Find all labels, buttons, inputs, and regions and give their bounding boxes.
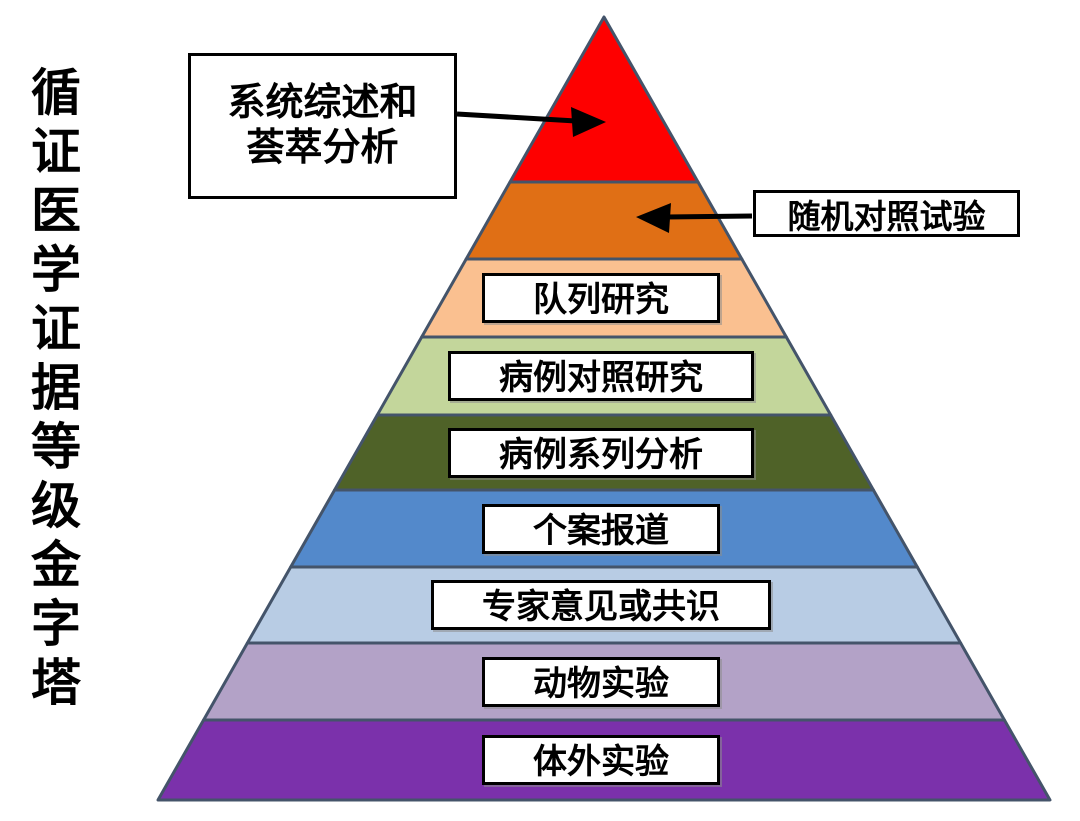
- callout-systematic-review-box: 系统综述和 荟萃分析: [188, 53, 457, 199]
- callout-rct-text: 随机对照试验: [787, 197, 986, 235]
- title-char: 等: [31, 419, 81, 475]
- layer-label-expert-opinion-consensus: 专家意见或共识: [431, 580, 771, 630]
- layer-label-animal-experiment: 动物实验: [482, 656, 720, 707]
- page-title: 循证医学证据等级金字塔: [31, 64, 81, 713]
- layer-label-in-vitro-experiment: 体外实验: [482, 735, 720, 785]
- title-char: 据: [31, 360, 81, 416]
- title-char: 证: [31, 124, 81, 180]
- callout-rct-box: 随机对照试验: [753, 190, 1020, 237]
- pyramid-layer-randomized-controlled-trial: [464, 180, 744, 261]
- title-char: 级: [31, 478, 81, 534]
- right-callout-arrow: [636, 203, 753, 233]
- title-char: 金: [31, 537, 81, 593]
- callout-systematic-review-line2: 荟萃分析: [246, 127, 399, 169]
- layer-label-cohort-study: 队列研究: [482, 273, 720, 323]
- left-callout-arrow: [456, 107, 606, 137]
- layer-label-case-control-study: 病例对照研究: [448, 351, 754, 401]
- callout-systematic-review-line1: 系统综述和: [227, 82, 418, 125]
- layer-label-case-report: 个案报道: [482, 503, 720, 554]
- title-char: 医: [31, 183, 81, 239]
- title-char: 证: [31, 301, 81, 357]
- title-char: 塔: [31, 655, 81, 711]
- title-char: 学: [31, 242, 81, 298]
- layer-label-case-series-analysis: 病例系列分析: [448, 427, 754, 478]
- pyramid-layer-systematic-review-meta-analysis: [508, 15, 700, 184]
- title-char: 循: [31, 65, 81, 121]
- title-char: 字: [31, 596, 81, 652]
